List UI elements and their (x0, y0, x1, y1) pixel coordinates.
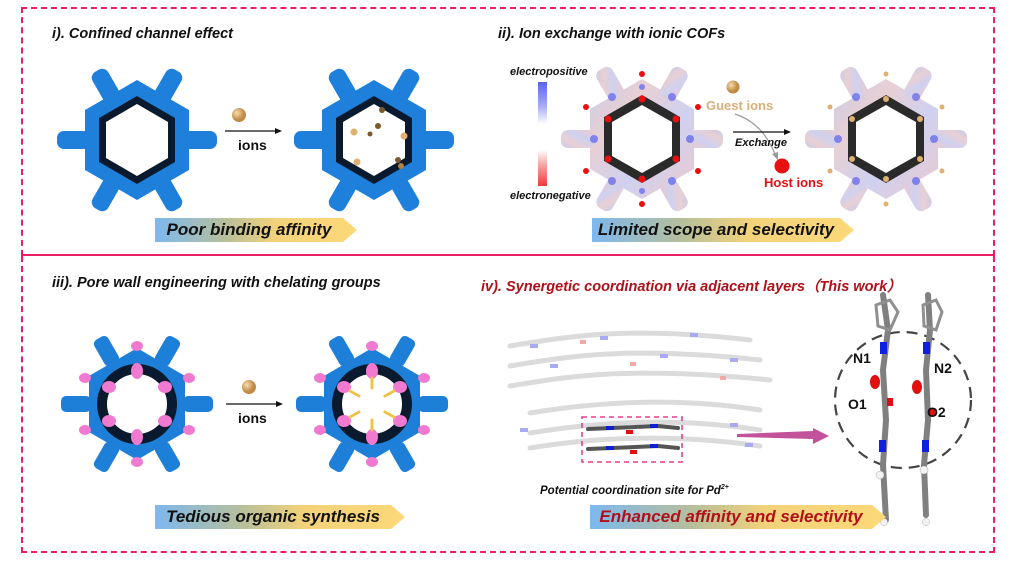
reaction-arrow (225, 128, 282, 134)
ion-sphere-icon (242, 380, 256, 394)
atom-label-n2: N2 (934, 360, 952, 376)
arrow-label-ions: ions (238, 410, 267, 426)
ionic-cof-hexagon-guest (805, 66, 967, 212)
chelating-cof-hexagon-with-ions (296, 336, 448, 472)
ionic-cof-hexagon-host (561, 66, 723, 212)
guest-ions-label: Guest ions (706, 98, 774, 113)
atom-label-n1: N1 (853, 350, 871, 366)
exchange-curve-arrow (734, 113, 778, 160)
ion-sphere-icon (232, 108, 246, 122)
coordination-site-caption-text: Potential coordination site for Pd (540, 484, 721, 497)
panel-ii-title: ii). Ion exchange with ionic COFs (498, 26, 726, 42)
zoom-arrow (737, 428, 829, 444)
guest-ion-sphere-icon (726, 80, 740, 94)
atom-label-o2: O2 (927, 404, 946, 420)
panel-iv-title: iv). Synergetic coordination via adjacen… (481, 279, 902, 295)
colorbar-label-electronegative: electronegative (510, 190, 591, 202)
top-panel-frame (21, 7, 995, 256)
banner-poor-binding-affinity: Poor binding affinity (155, 218, 357, 242)
host-ions-label: Host ions (764, 175, 824, 190)
banner-tedious-synthesis: Tedious organic synthesis (155, 505, 405, 529)
adjacent-layer-molecule-closeup (833, 292, 973, 526)
colorbar-negative (538, 150, 547, 186)
banner-limited-scope: Limited scope and selectivity (592, 218, 854, 242)
colorbar-positive (538, 82, 547, 124)
exchange-label: Exchange (735, 137, 787, 149)
stacked-cof-layers (507, 330, 773, 463)
colorbar-label-electropositive: electropositive (510, 66, 588, 78)
host-ion-sphere-icon (774, 158, 790, 174)
panel-i-title: i). Confined channel effect (52, 26, 234, 42)
atom-label-o1: O1 (848, 396, 867, 412)
arrow-label-ions: ions (238, 137, 267, 153)
coordination-site-caption-sup: 2+ (720, 484, 729, 491)
reaction-arrow (226, 401, 283, 407)
chelating-cof-hexagon (61, 336, 213, 472)
exchange-arrow (733, 129, 791, 135)
banner-enhanced-affinity: Enhanced affinity and selectivity (590, 505, 886, 529)
cof-hexagon-with-ions (294, 68, 454, 212)
panel-iii-title: iii). Pore wall engineering with chelati… (52, 275, 381, 291)
cof-hexagon-blue (57, 68, 217, 212)
coordination-site-caption: Potential coordination site for Pd2+ (540, 484, 729, 497)
bottom-panel-frame (21, 256, 995, 553)
